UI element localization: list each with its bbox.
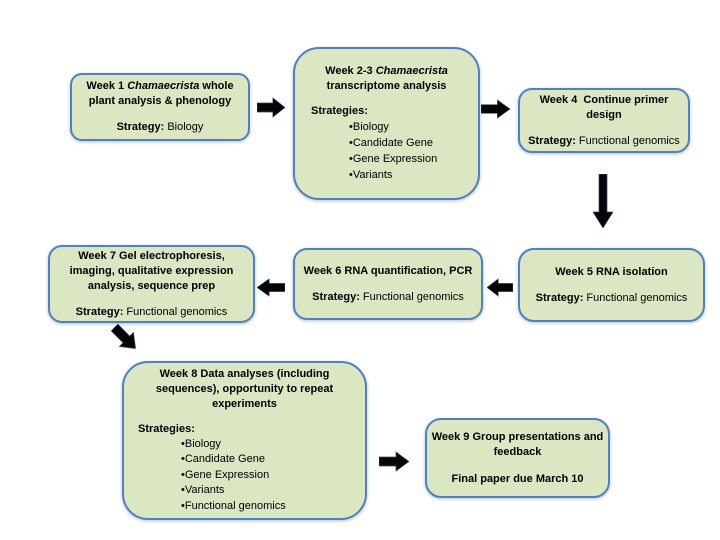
week7-heading-line2: imaging, qualitative expression [69,264,234,277]
week6-heading-line1: Week 6 RNA quantification, PCR [303,264,473,277]
week6-box: Week 6 RNA quantification, PCR Strategy:… [293,248,483,320]
strategy-bullet: •Gene Expression [181,468,270,481]
week9-heading-line2: feedback [493,445,542,458]
week8-heading-line2: sequences), opportunity to repeat [155,382,334,395]
week4-heading-line2: design [586,108,622,121]
arrow-week6-to-week7-icon [257,278,285,297]
week23-box: Week 2-3 Chamaecrista transcriptome anal… [293,47,480,200]
strategy-bullet: •Candidate Gene [181,453,265,466]
week6-strategy: Strategy: Functional genomics [312,290,464,303]
strategy-bullet: •Gene Expression [349,153,438,165]
week9-heading-line1: Week 9 Group presentations and [431,430,604,443]
week5-strategy: Strategy: Functional genomics [535,291,688,304]
arrow-week5-to-week6-icon [487,278,513,297]
week7-box: Week 7 Gel electrophoresis, imaging, qua… [48,245,255,323]
week9-final-paper-note: Final paper due March 10 [451,472,584,485]
week8-heading-line3: experiments [212,397,277,410]
week8-heading-line1: Week 8 Data analyses (including [159,367,330,380]
week7-heading-line3: analysis, sequence prep [87,279,216,292]
week23-strategies-list: •Biology •Candidate Gene •Gene Expression •… [297,119,476,183]
week23-heading-line2: transcriptome analysis [326,80,447,92]
strategy-bullet: •Biology [181,437,221,450]
week8-box: Week 8 Data analyses (including sequence… [122,361,367,520]
week1-box: Week 1 Chamaecrista whole plant analysis… [70,73,250,141]
week4-box: Week 4 Continue primer design Strategy: … [518,88,690,153]
week7-heading-line1: Week 7 Gel electrophoresis, [78,249,225,262]
strategy-bullet: •Candidate Gene [349,137,433,149]
arrow-week1-to-week23-icon [257,97,285,118]
week5-box: Week 5 RNA isolation Strategy: Functiona… [518,248,705,322]
strategy-bullet: •Variants [181,484,225,497]
week7-strategy: Strategy: Functional genomics [75,305,228,318]
strategy-bullet: •Functional genomics [181,499,286,512]
week9-box: Week 9 Group presentations and feedback … [425,418,610,498]
week1-heading-line1: Week 1 Chamaecrista whole [86,80,234,92]
week8-strategies-label: Strategies: [138,422,195,435]
arrow-week8-to-week9-icon [379,451,409,472]
strategy-bullet: •Biology [349,121,389,133]
week4-strategy: Strategy: Functional genomics [528,134,680,147]
arrow-week4-to-week5-icon [593,174,613,228]
week23-heading-line1: Week 2-3 Chamaecrista [325,65,448,77]
arrow-week7-to-week8-icon [110,323,137,350]
week8-strategies-list: •Biology •Candidate Gene •Gene Expression •… [126,437,363,515]
arrow-week23-to-week4-icon [481,99,510,119]
strategy-bullet: •Variants [349,169,393,181]
week1-strategy: Strategy: Biology [116,121,204,133]
week4-heading-line1: Week 4 Continue primer [539,93,669,106]
week1-heading-line2: plant analysis & phenology [88,95,232,107]
week23-strategies-label: Strategies: [311,105,368,117]
week5-heading-line1: Week 5 RNA isolation [555,265,668,278]
